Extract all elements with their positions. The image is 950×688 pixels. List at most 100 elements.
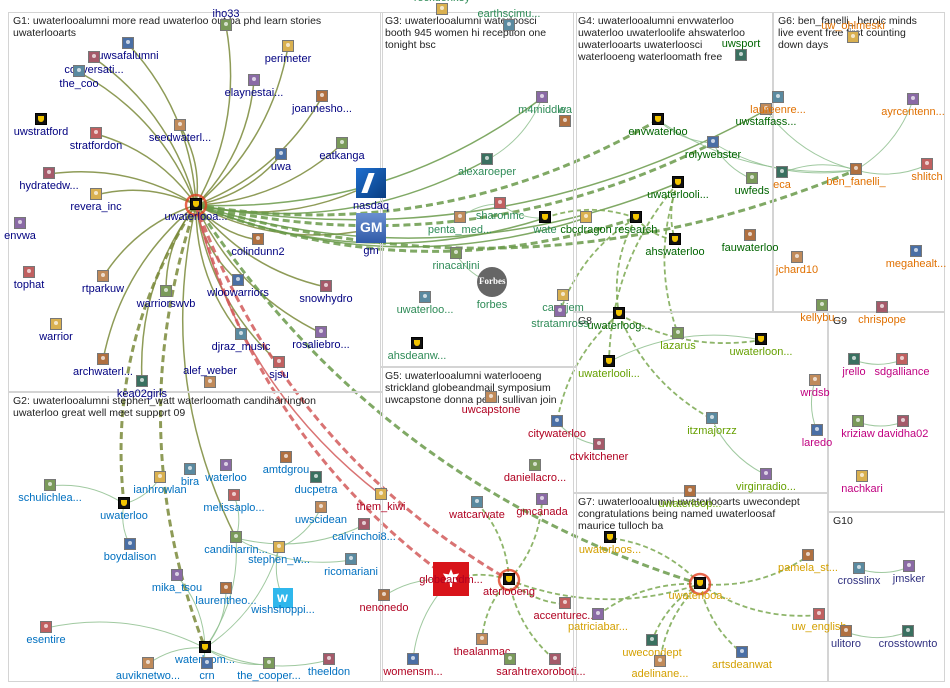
- node-label: alexaroeper: [457, 166, 517, 178]
- avatar-icon: [273, 541, 285, 553]
- avatar-icon: [903, 560, 915, 572]
- avatar-icon: [315, 326, 327, 338]
- avatar-icon: [375, 488, 387, 500]
- edge-uwaterlooalumni-conversati: [93, 57, 197, 206]
- node-label: daniellacro...: [503, 472, 567, 484]
- edge-uwaterlooalumni-rosaliebro: [195, 204, 322, 334]
- edge-candiharrin-calvinchoi8: [235, 524, 365, 545]
- avatar-icon: [310, 471, 322, 483]
- gm-logo-icon: GM: [356, 213, 386, 243]
- edge-uwaterlooalumni-the_coo: [78, 71, 197, 206]
- group-box-g1: G1: uwaterlooalumni more read uwaterloo …: [8, 12, 383, 392]
- node-label: schulichlea...: [18, 492, 82, 504]
- avatar-icon: [536, 493, 548, 505]
- uw-crest-icon: [672, 176, 684, 188]
- avatar-icon: [419, 291, 431, 303]
- uw-crest-icon: [755, 333, 767, 345]
- node-label: uwstaffass...: [735, 116, 797, 128]
- group-label: G10: [833, 515, 853, 527]
- avatar-icon: [654, 655, 666, 667]
- node-label: forbes: [476, 299, 508, 311]
- node-label: kellybu...: [800, 312, 844, 324]
- node-label: crosslinx: [837, 575, 881, 587]
- avatar-icon: [73, 65, 85, 77]
- avatar-icon: [436, 3, 448, 15]
- node-label: the_cooper...: [237, 670, 301, 682]
- node-label: uwecondept: [622, 647, 682, 659]
- avatar-icon: [529, 459, 541, 471]
- avatar-icon: [706, 412, 718, 424]
- node-label: warriorswvb: [136, 298, 196, 310]
- node-label: nasdaq: [352, 200, 390, 212]
- avatar-icon: [476, 633, 488, 645]
- node-label: wate: [533, 224, 557, 236]
- avatar-icon: [88, 51, 100, 63]
- avatar-icon: [263, 657, 275, 669]
- edge-uwaterlooalumni-rtparkuw: [102, 204, 197, 278]
- avatar-icon: [816, 299, 828, 311]
- avatar-icon: [358, 518, 370, 530]
- edge-uwaterlooalumni-uwstaffass: [195, 109, 767, 221]
- avatar-icon: [40, 621, 52, 633]
- group-label: G7: uwaterlooalumni uwaterlooarts uwecon…: [578, 496, 800, 532]
- avatar-icon: [902, 625, 914, 637]
- avatar-icon: [554, 305, 566, 317]
- uw-crest-icon: [669, 233, 681, 245]
- node-label: ricomariani: [324, 566, 378, 578]
- node-label: fauwaterloo: [721, 242, 779, 254]
- group-label: G9: [833, 315, 848, 327]
- edge-uwaterlooalumni-research: [195, 203, 637, 253]
- edge-uwaterlooa7-artsdeanwat: [699, 583, 743, 654]
- node-label: boydalison: [103, 551, 157, 563]
- edge-uwaterlooalumni-them_kiwi: [195, 204, 382, 496]
- node-label: envwaterloo: [628, 126, 688, 138]
- avatar-icon: [853, 562, 865, 574]
- node-label: laredo: [801, 437, 833, 449]
- node-label: earthscimu...: [477, 8, 541, 20]
- avatar-icon: [273, 356, 285, 368]
- node-label: lazarus: [660, 340, 696, 352]
- edge-uwaterlooli-uwaterlooli8: [608, 182, 679, 363]
- node-label: uwaterlooli...: [578, 368, 640, 380]
- avatar-icon: [921, 158, 933, 170]
- node-label: rockdonkey: [382, 0, 502, 4]
- avatar-icon: [760, 468, 772, 480]
- edge-uwaterlooalumni-waterlooeng: [194, 204, 510, 582]
- node-label: rinacarlini: [432, 260, 480, 272]
- node-label: bira: [180, 476, 200, 488]
- edge-envwaterloo-ben_fanelli: [657, 119, 857, 173]
- edge-candiharrin-ricomariani: [235, 537, 352, 563]
- node-label: uwaterloon...: [729, 346, 793, 358]
- avatar-icon: [557, 289, 569, 301]
- node-label: trexoroboti...: [524, 666, 586, 678]
- group-box-g7: G7: uwaterlooalumni uwaterlooarts uwecon…: [573, 493, 828, 682]
- avatar-icon: [848, 353, 860, 365]
- avatar-icon: [847, 31, 859, 43]
- avatar-icon: [220, 459, 232, 471]
- node-label: colindunn2: [231, 246, 285, 258]
- node-label: virginradio...: [736, 481, 796, 493]
- avatar-icon: [184, 463, 196, 475]
- avatar-icon: [454, 211, 466, 223]
- node-label: mika_tsou: [151, 582, 203, 594]
- edge-uwaterlooalumni-uwaterlooa7: [194, 204, 701, 586]
- edge-waterloomath-candiharrin: [204, 537, 237, 649]
- node-label: snowhydro: [299, 293, 353, 305]
- node-label: kriziaw: [841, 428, 875, 440]
- node-label: sharonmc: [475, 210, 525, 222]
- avatar-icon: [90, 188, 102, 200]
- node-label: m4middle: [518, 104, 566, 116]
- node-label: ulitoro: [831, 638, 861, 650]
- avatar-icon: [14, 217, 26, 229]
- node-label: itzmajorzz: [687, 425, 737, 437]
- node-label: uwfeds: [734, 185, 770, 197]
- avatar-icon: [746, 172, 758, 184]
- edge-uwaterlooalumni-globeandmail: [194, 204, 452, 582]
- avatar-icon: [228, 489, 240, 501]
- node-label: perimeter: [264, 53, 312, 65]
- avatar-icon: [802, 549, 814, 561]
- edge-uwaterlooalumni-uwaterloo: [119, 204, 198, 505]
- nasdaq-logo-icon: [356, 168, 386, 198]
- avatar-icon: [323, 653, 335, 665]
- avatar-icon: [450, 247, 462, 259]
